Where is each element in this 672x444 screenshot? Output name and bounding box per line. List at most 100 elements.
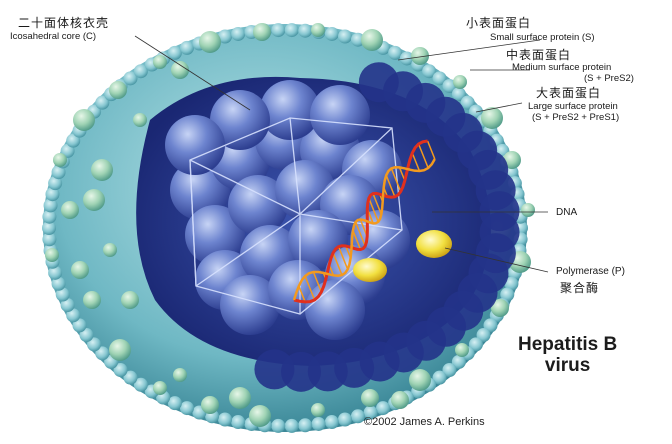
dna-base-pair [411, 152, 421, 172]
label-medium-en-2: (S + PreS2) [584, 73, 634, 84]
dna-base-pair [426, 140, 436, 160]
lipid-bead [451, 354, 466, 369]
label-dna: DNA [556, 207, 578, 218]
surface-protein-knob [45, 248, 59, 262]
lipid-bead [55, 287, 70, 302]
lipid-bead [51, 165, 66, 180]
lipid-bead [113, 362, 128, 377]
lipid-bead [422, 64, 437, 79]
dna-base-pair [304, 275, 316, 301]
polymerase-blob-2 [353, 258, 387, 282]
lipid-bead [504, 276, 519, 291]
cavity-bump [254, 349, 295, 390]
surface-protein-knob [491, 299, 509, 317]
lipid-bead [42, 232, 57, 247]
surface-protein-knob [109, 339, 131, 361]
surface-protein-knob [61, 201, 79, 219]
lipid-bead [337, 412, 352, 427]
surface-protein-knob [133, 113, 147, 127]
surface-protein-knob [311, 23, 325, 37]
label-large-en-2: (S + PreS2 + PreS1) [532, 112, 620, 123]
lipid-bead [284, 23, 299, 38]
surface-protein-knob [83, 189, 105, 211]
lipid-bead [95, 346, 110, 361]
lipid-bead [476, 328, 491, 343]
label-medium-en-1: Medium surface protein [512, 62, 612, 73]
lipid-bead [271, 23, 286, 38]
lipid-bead [376, 401, 391, 416]
surface-protein-knob [503, 151, 521, 169]
cavity-wall-bumps [254, 62, 520, 392]
lipid-bead [179, 40, 194, 55]
lipid-bead [72, 318, 87, 333]
label-medium-cn: 中表面蛋白 [506, 48, 572, 62]
lipid-bead [133, 377, 148, 392]
lipid-bead [388, 45, 403, 60]
lipid-bead [324, 26, 339, 41]
lipid-bead [442, 362, 457, 377]
surface-protein-knob [453, 75, 467, 89]
label-large-en-1: Large surface protein [528, 101, 618, 112]
dna-base-pair [352, 230, 362, 250]
surface-protein-knob [361, 29, 383, 51]
lipid-bead [167, 45, 182, 60]
dna-base-pair [332, 252, 343, 276]
lipid-bead [284, 418, 299, 433]
dna-strand-1 [293, 139, 428, 304]
dna-base-pair [385, 174, 396, 198]
lipid-bead [42, 221, 56, 235]
surface-protein-knob [153, 55, 167, 69]
capsid-subunit [220, 275, 280, 335]
dna-base-pair [298, 285, 306, 303]
surface-protein-knob [229, 387, 251, 409]
surface-protein-knob [83, 291, 101, 309]
surface-protein-knob [73, 109, 95, 131]
figure-title: Hepatitis B virus [518, 334, 617, 376]
label-polymerase-en: Polymerase (P) [556, 266, 625, 277]
dna-helix [292, 139, 436, 304]
dna-base-pair [368, 197, 379, 223]
dna-base-pair [390, 168, 402, 192]
lipid-bead [350, 409, 365, 424]
lipid-bead [218, 29, 233, 44]
lipid-bead [483, 318, 498, 333]
lipid-bead [442, 79, 457, 94]
lipid-bead [324, 415, 339, 430]
polymerase-blob-1 [416, 230, 452, 258]
icosahedron-outline [189, 117, 403, 315]
dna-strand-2 [292, 158, 436, 301]
lipid-bead [51, 276, 66, 291]
lipid-bead [48, 176, 63, 191]
lipid-bead [45, 187, 60, 202]
title-line-2: virus [544, 355, 591, 376]
lipid-bead [133, 64, 148, 79]
capsid-subunit [310, 85, 370, 145]
lipid-bead [460, 95, 475, 110]
lipid-bead [79, 328, 94, 343]
surface-protein-knobs [45, 23, 535, 427]
surface-protein-knob [481, 107, 503, 129]
surface-protein-knob [121, 291, 139, 309]
surface-protein-knob [153, 381, 167, 395]
lipid-bead [432, 370, 447, 385]
surface-protein-knob [53, 153, 67, 167]
lipid-bead [60, 298, 75, 313]
surface-protein-knob [391, 391, 409, 409]
lipid-bead [66, 133, 81, 148]
lipid-bead [179, 401, 194, 416]
label-small-cn: 小表面蛋白 [466, 16, 532, 30]
capsid-subunit [228, 175, 288, 235]
surface-protein-knob [409, 369, 431, 391]
lipid-bead [432, 71, 447, 86]
label-polymerase-cn: 聚合酶 [560, 281, 600, 295]
lipid-bead [231, 415, 246, 430]
leader-lines [134, 35, 549, 273]
surface-protein-knob [171, 61, 189, 79]
lipid-bead [350, 32, 365, 47]
surface-protein-knob [411, 47, 429, 65]
lipid-bead [95, 95, 110, 110]
lipid-bead [468, 337, 483, 352]
surface-protein-knob [173, 368, 187, 382]
